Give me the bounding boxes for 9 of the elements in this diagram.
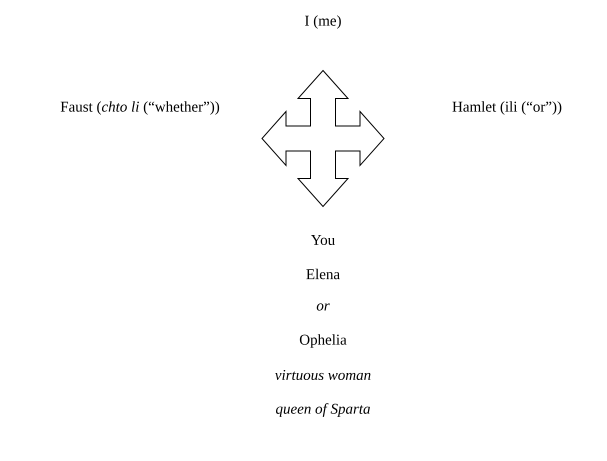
label-text: Ophelia (300, 334, 347, 348)
label-text: queen of Sparta (276, 403, 370, 417)
label-text: Hamlet (ili (“or”)) (452, 101, 562, 115)
label-text: I (me) (305, 15, 341, 29)
label-text: virtuous woman (275, 370, 370, 380)
label-text: You (311, 235, 335, 245)
label-text: or (316, 303, 330, 311)
label-text: Faust (chto li (“whether”)) (60, 101, 220, 115)
label-text: Elena (306, 268, 340, 280)
